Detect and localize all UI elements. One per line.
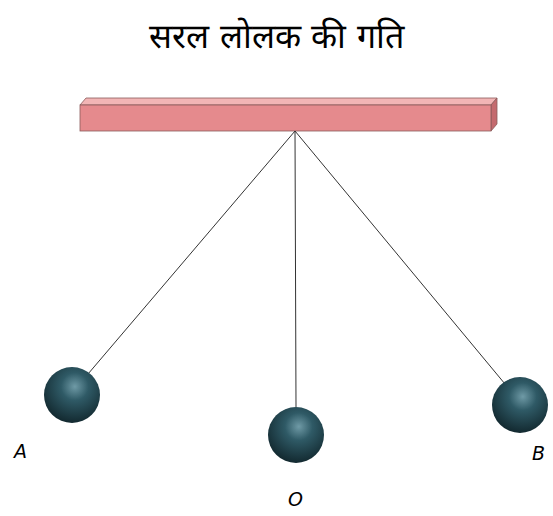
support-bar [80,98,497,131]
position-label: B [532,442,545,464]
position-label: A [14,440,27,462]
strings [88,131,505,407]
pendulum-bobs [44,367,548,463]
diagram-title: सरल लोलक की गति [0,12,553,58]
position-label: O [288,488,303,510]
